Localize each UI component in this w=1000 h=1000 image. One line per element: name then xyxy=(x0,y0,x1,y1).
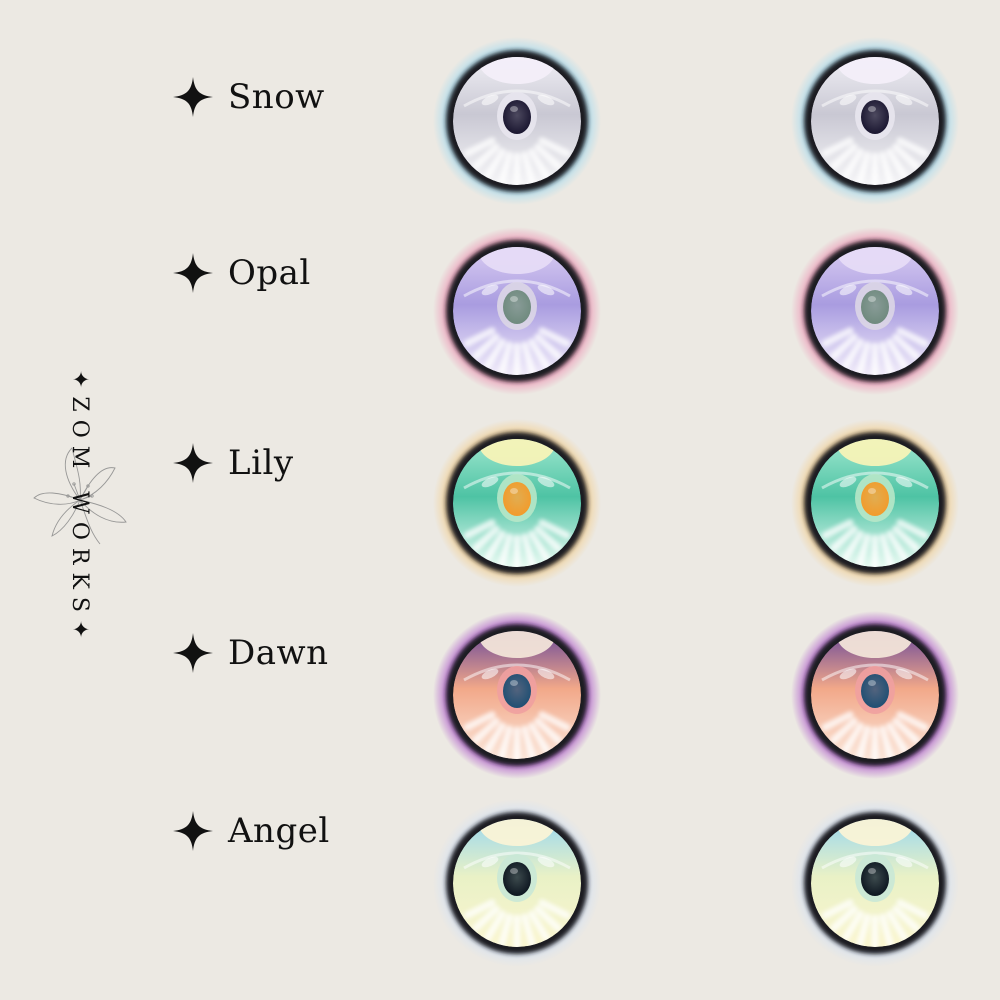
lens-graphic xyxy=(433,799,601,967)
lens-name: Angel xyxy=(228,811,330,851)
lens-name: Dawn xyxy=(228,633,329,673)
lens-right xyxy=(790,36,960,206)
lens-left xyxy=(432,418,602,588)
lens-graphic xyxy=(791,227,959,395)
lens-name: Snow xyxy=(228,77,325,117)
lens-name: Opal xyxy=(228,253,311,293)
sparkle-star-icon xyxy=(173,443,213,483)
lens-row-dawn: Dawn xyxy=(0,602,1000,792)
lens-left xyxy=(432,798,602,968)
lens-row-opal: Opal xyxy=(0,218,1000,408)
sparkle-star-icon xyxy=(173,811,213,851)
lens-left xyxy=(432,226,602,396)
lens-graphic xyxy=(433,419,601,587)
lens-row-angel: Angel xyxy=(0,790,1000,980)
lens-right xyxy=(790,418,960,588)
sparkle-star-icon xyxy=(173,633,213,673)
lens-graphic xyxy=(433,611,601,779)
lens-row-lily: Lily xyxy=(0,410,1000,600)
lens-row-snow: Snow xyxy=(0,28,1000,218)
lens-graphic xyxy=(791,799,959,967)
lens-graphic xyxy=(433,227,601,395)
sparkle-star-icon xyxy=(173,253,213,293)
sparkle-star-icon xyxy=(173,77,213,117)
lens-name: Lily xyxy=(228,443,294,483)
lens-label: Lily xyxy=(172,442,294,484)
lens-label: Snow xyxy=(172,76,325,118)
lens-graphic xyxy=(791,37,959,205)
lens-graphic xyxy=(791,419,959,587)
lens-label: Opal xyxy=(172,252,311,294)
lens-label: Angel xyxy=(172,810,330,852)
lens-right xyxy=(790,226,960,396)
lens-graphic xyxy=(433,37,601,205)
lily-flower-icon xyxy=(33,447,127,545)
lens-left xyxy=(432,36,602,206)
lens-label: Dawn xyxy=(172,632,329,674)
brand-watermark: ✦ZOM WORKS✦ xyxy=(30,360,130,646)
lens-graphic xyxy=(791,611,959,779)
lens-right xyxy=(790,798,960,968)
lens-left xyxy=(432,610,602,780)
lens-right xyxy=(790,610,960,780)
